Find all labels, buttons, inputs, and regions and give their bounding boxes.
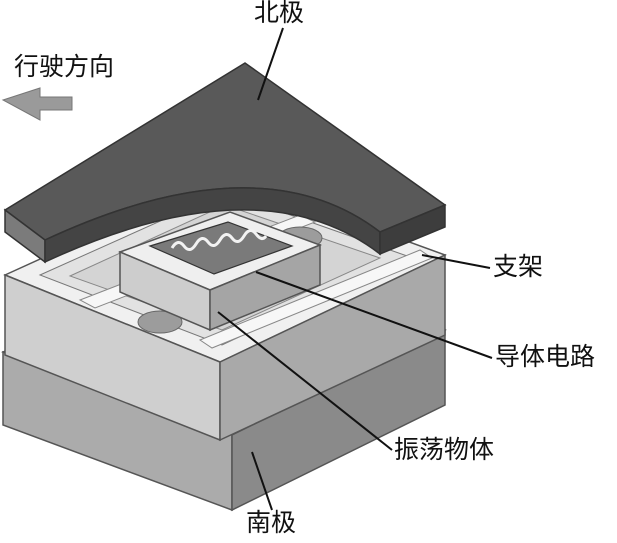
label-south-pole: 南极 [246,510,296,535]
label-bracket: 支架 [493,254,543,279]
driving-direction-arrow [3,88,72,120]
label-conductor-circuit: 导体电路 [495,344,595,369]
label-driving-direction: 行驶方向 [14,54,114,79]
label-vibrating-object: 振荡物体 [394,437,494,462]
label-north-pole: 北极 [254,0,304,25]
